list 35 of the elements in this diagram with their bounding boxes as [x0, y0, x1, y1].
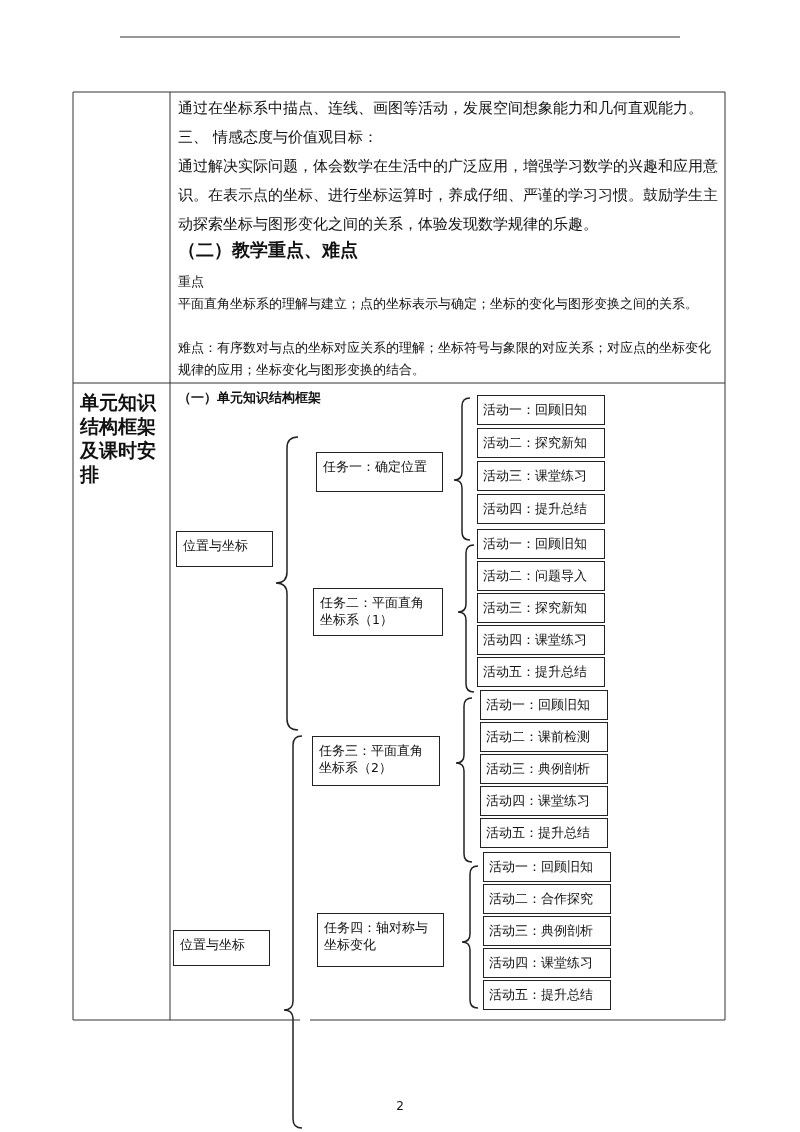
section-heading: （二）教学重点、难点	[178, 239, 358, 260]
activity-box: 活动二：问题导入	[477, 561, 605, 591]
activity-box: 活动五：提升总结	[477, 657, 605, 687]
activity-box: 活动四：课堂练习	[483, 948, 611, 978]
page-number: 2	[396, 1099, 404, 1113]
activity-box: 活动四：课堂练习	[480, 786, 608, 816]
activity-box: 活动五：提升总结	[480, 818, 608, 848]
paragraph: 难点：有序数对与点的坐标对应关系的理解；坐标符号与象限的对应关系；对应点的坐标变化规律的应用；坐标变化与图形变换的结合。	[178, 340, 711, 377]
subheading: 重点	[178, 274, 204, 289]
activity-box: 活动三：典例剖析	[483, 916, 611, 946]
activity-box: 活动一：回顾旧知	[477, 529, 605, 559]
activity-box: 活动四：提升总结	[477, 494, 605, 524]
paragraph: 平面直角坐标系的理解与建立；点的坐标表示与确定；坐标的变化与图形变换之间的关系。	[178, 296, 698, 311]
paragraph: 通过解决实际问题，体会数学在生活中的广泛应用，增强学习数学的兴趣和应用意识。在表示点的坐标、进行坐标运算时，养成仔细、严谨的学习习惯。鼓励学生主动探索坐标与图形变化之间的关系，体验发现数学规律的乐趣。	[178, 158, 718, 232]
activity-box: 活动二：合作探究	[483, 884, 611, 914]
task-box: 任务一：确定位置	[316, 452, 443, 492]
activity-box: 活动一：回顾旧知	[480, 690, 608, 720]
root-box: 位置与坐标	[176, 531, 273, 567]
activity-box: 活动一：回顾旧知	[477, 395, 605, 425]
task-box: 任务二：平面直角坐标系（1）	[313, 588, 443, 636]
task-box: 任务三：平面直角坐标系（2）	[312, 736, 440, 786]
paragraph: 通过在坐标系中描点、连线、画图等活动，发展空间想象能力和几何直观能力。	[178, 100, 703, 116]
activity-box: 活动二：课前检测	[480, 722, 608, 752]
section-heading: （一）单元知识结构框架	[178, 390, 321, 405]
activity-box: 活动三：探究新知	[477, 593, 605, 623]
activity-box: 活动三：课堂练习	[477, 461, 605, 491]
task-box: 任务四：轴对称与坐标变化	[317, 913, 444, 967]
activity-box: 活动一：回顾旧知	[483, 852, 611, 882]
activity-box: 活动五：提升总结	[483, 980, 611, 1010]
activity-box: 活动四：课堂练习	[477, 625, 605, 655]
root-box: 位置与坐标	[173, 930, 270, 966]
activity-box: 活动二：探究新知	[477, 428, 605, 458]
activity-box: 活动三：典例剖析	[480, 754, 608, 784]
row-heading: 单元知识结构框架及课时安排	[80, 391, 156, 485]
section-heading: 三、 情感态度与价值观目标：	[178, 129, 378, 145]
